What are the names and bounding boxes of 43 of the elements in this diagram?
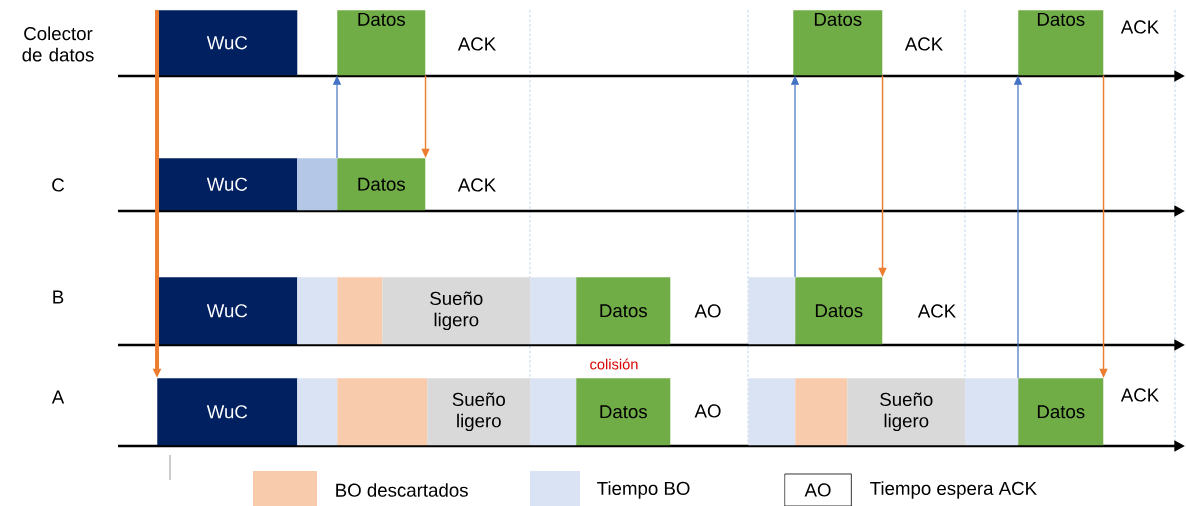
sleep-block: Sueño ligero (847, 378, 966, 446)
data-block: Datos (576, 378, 671, 446)
backoff-block (530, 277, 577, 345)
legend-label: BO descartados (336, 483, 468, 497)
data-block: Datos (576, 277, 671, 345)
backoff-block (337, 378, 428, 446)
row-label: B (53, 290, 64, 304)
backoff-block (297, 158, 338, 211)
wuc-block: WuC (157, 378, 298, 446)
data-block: Datos (1018, 10, 1104, 76)
ack-label: ACK (457, 178, 496, 192)
data-block: Datos (337, 10, 426, 76)
backoff-block (297, 378, 338, 446)
backoff-block (530, 378, 577, 446)
row-label: Colector de datos (22, 26, 94, 62)
sleep-block: Sueño ligero (427, 378, 531, 446)
wuc-block: WuC (157, 10, 298, 76)
data-block: Datos (795, 277, 883, 345)
legend-label: Tiempo espera ACK (870, 481, 1037, 499)
legend-sample: AO (784, 473, 852, 506)
ack-label: ACK (904, 37, 943, 51)
data-block: Datos (793, 10, 883, 76)
ack-label: ACK (457, 37, 496, 51)
backoff-block (748, 277, 796, 345)
ack-label: ACK (1120, 388, 1159, 402)
ack-label: ACK (1120, 20, 1159, 34)
backoff-block (337, 277, 383, 345)
wuc-block: WuC (157, 277, 298, 345)
ack-label: ACK (917, 304, 956, 318)
data-block: Datos (1018, 378, 1104, 446)
row-label: A (51, 390, 65, 404)
backoff-block (965, 378, 1019, 446)
backoff-block (748, 378, 796, 446)
sleep-block: Sueño ligero (382, 277, 531, 345)
wuc-block: WuC (157, 158, 298, 211)
row-label: C (52, 178, 65, 192)
data-block: Datos (337, 158, 426, 211)
collision-label: colisión (590, 358, 638, 370)
legend-label: Tiempo BO (597, 481, 690, 499)
ao-label: AO (694, 304, 721, 318)
backoff-block (795, 378, 848, 446)
ao-label: AO (694, 404, 721, 418)
backoff-block (297, 277, 338, 345)
